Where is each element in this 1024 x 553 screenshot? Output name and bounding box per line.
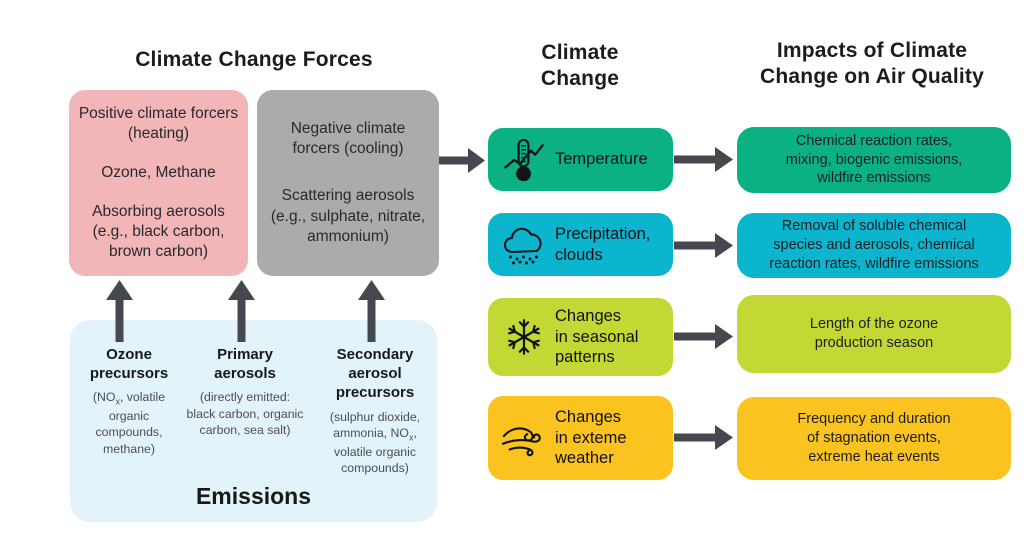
arrow-forcers-to-climate xyxy=(439,148,485,173)
impacts-title-line2: Change on Air Quality xyxy=(760,64,984,88)
climate-change-section-title: Climate Change xyxy=(500,40,660,91)
climate-title-line1: Climate xyxy=(541,41,619,64)
emissions-label: Emissions xyxy=(195,483,312,509)
arrow-emissions-to-positive-2 xyxy=(228,280,255,342)
climate-box-label: Changes in seasonal patterns xyxy=(555,307,639,367)
emissions-col-detail: (NOx, volatile organic compounds, methan… xyxy=(92,390,166,456)
arrow-emissions-to-positive-1 xyxy=(106,280,133,342)
arrow-extreme-to-impact xyxy=(674,425,733,450)
positive-forcers-heading: Positive climate forcers (heating) xyxy=(78,104,239,142)
impact-box-seasonal: Length of the ozone production season xyxy=(737,295,1011,373)
arrow-seasonal-to-impact xyxy=(674,324,733,349)
climate-box-label: Precipitation, clouds xyxy=(555,225,651,264)
rain-cloud-icon xyxy=(501,224,547,266)
emissions-box: Ozone precursors (NOx, volatile organic … xyxy=(70,320,437,522)
impact-box-extreme: Frequency and duration of stagnation eve… xyxy=(737,397,1011,480)
climate-box-label: Changes in exteme weather xyxy=(555,408,627,468)
climate-box-seasonal-patterns: Changes in seasonal patterns xyxy=(488,298,673,376)
climate-box-temperature: Temperature xyxy=(488,128,673,191)
climate-box-extreme-weather: Changes in exteme weather xyxy=(488,396,673,480)
climate-title-line2: Change xyxy=(540,66,620,90)
negative-forcers-aerosols: Scattering aerosols (e.g., sulphate, nit… xyxy=(270,187,426,245)
emissions-col-primary-aerosols: Primary aerosols (directly emitted: blac… xyxy=(186,345,304,441)
snowflake-icon xyxy=(501,315,547,359)
emissions-col-header: Ozone precursors xyxy=(89,346,169,383)
nox-subscript: x xyxy=(408,432,414,443)
emissions-col-ozone-precursors: Ozone precursors (NOx, volatile organic … xyxy=(78,345,180,457)
arrow-precipitation-to-impact xyxy=(674,233,733,258)
impact-box-precipitation: Removal of soluble chemical species and … xyxy=(737,213,1011,278)
nox-subscript: x xyxy=(115,396,120,407)
impacts-section-title: Impacts of Climate Change on Air Quality xyxy=(726,38,1018,89)
wind-icon xyxy=(501,419,547,457)
negative-forcers-box: Negative climate forcers (cooling) Scatt… xyxy=(257,90,439,276)
arrow-temperature-to-impact xyxy=(674,147,733,172)
emissions-col-detail: (directly emitted: black carbon, organic… xyxy=(186,390,304,438)
emissions-col-header: Secondary aerosol precursors xyxy=(335,346,415,402)
climate-box-label: Temperature xyxy=(555,150,648,169)
positive-forcers-box: Positive climate forcers (heating) Ozone… xyxy=(69,90,248,276)
climate-box-precipitation: Precipitation, clouds xyxy=(488,213,673,276)
impact-box-temperature: Chemical reaction rates, mixing, biogeni… xyxy=(737,127,1011,193)
emissions-col-secondary-precursors: Secondary aerosol precursors (sulphur di… xyxy=(318,345,432,476)
positive-forcers-aerosols: Absorbing aerosols (e.g., black carbon, … xyxy=(92,203,225,261)
thermometer-icon xyxy=(501,137,547,183)
negative-forcers-heading: Negative climate forcers (cooling) xyxy=(290,120,406,158)
impacts-title-line1: Impacts of Climate xyxy=(776,39,968,62)
arrow-emissions-to-negative xyxy=(358,280,385,342)
emissions-col-header: Primary aerosols xyxy=(214,346,276,383)
emissions-col-detail: (sulphur dioxide, ammonia, NOx, volatile… xyxy=(329,409,421,475)
forces-section-title: Climate Change Forces xyxy=(135,48,373,71)
positive-forcers-gases: Ozone, Methane xyxy=(101,163,216,181)
